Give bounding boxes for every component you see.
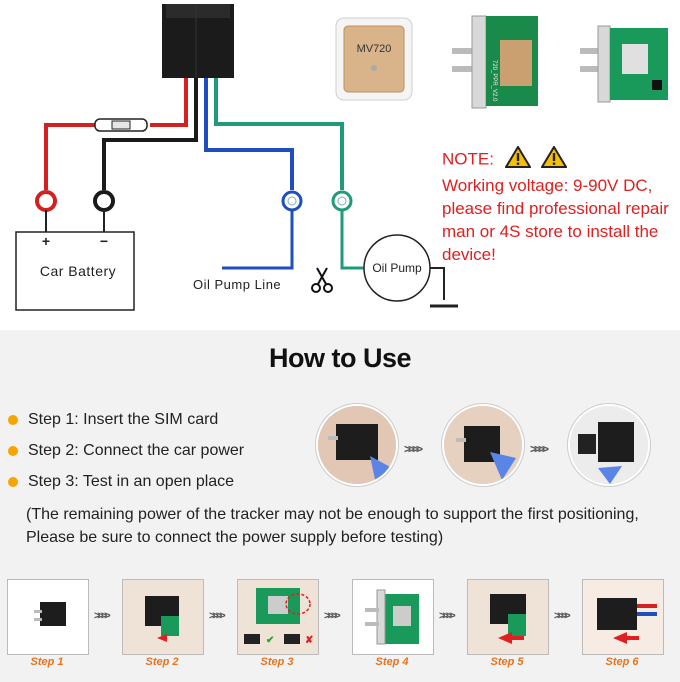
step-3-photo: ✔✘ xyxy=(237,579,319,655)
step-2-photo xyxy=(122,579,204,655)
black-ring-terminal xyxy=(93,190,115,212)
step-label: Step 5 xyxy=(490,656,524,668)
list-item: Step 3: Test in an open place xyxy=(8,470,244,501)
step-5-photo xyxy=(467,579,549,655)
wiring-diagram-svg: + − Car Battery Oil Pump Line Oil Pump M… xyxy=(15,4,668,311)
oil-pump-line-label: Oil Pump Line xyxy=(193,277,281,292)
blue-wire xyxy=(204,78,294,190)
step-label: Step 4 xyxy=(375,656,409,668)
bullet-dot xyxy=(8,446,18,456)
sim-insert-photo-3 xyxy=(568,404,650,486)
step-label: Step 2 xyxy=(145,656,179,668)
note-block: NOTE: Working voltage: 9-90V DC, please … xyxy=(442,145,680,266)
battery-minus: − xyxy=(100,233,108,249)
scissors-icon xyxy=(311,267,333,293)
bullet-dot xyxy=(8,477,18,487)
step-list: Step 1: Insert the SIM card Step 2: Conn… xyxy=(8,408,244,501)
red-ring-terminal xyxy=(35,190,57,212)
warning-triangle-icon xyxy=(540,145,569,174)
note-text: Working voltage: 9-90V DC, please find p… xyxy=(442,176,669,264)
sim-insert-photo-1 xyxy=(316,404,398,486)
gps-module-label: MV720 xyxy=(357,43,392,55)
battery-label: Car Battery xyxy=(40,263,116,279)
arrow-icon: >>>> xyxy=(554,610,571,622)
arrow-icon: >>>> xyxy=(94,610,111,622)
list-item: Step 1: Insert the SIM card xyxy=(8,408,244,439)
svg-text:✔: ✔ xyxy=(266,635,274,646)
list-item: Step 2: Connect the car power xyxy=(8,439,244,470)
step-4-photo xyxy=(352,579,434,655)
how-to-use-section xyxy=(0,330,680,682)
battery-plus: + xyxy=(42,233,50,249)
note-heading: NOTE: xyxy=(442,149,494,169)
how-to-use-title: How to Use xyxy=(268,343,412,373)
arrow-icon: >>>> xyxy=(530,442,549,456)
tracker-pcb-board-1: 720_PPR_V2.0 xyxy=(452,15,538,109)
step-label: Step 6 xyxy=(605,656,639,668)
black-wire xyxy=(102,78,198,190)
step-6-photo xyxy=(582,579,664,655)
sim-insert-photo-2 xyxy=(442,404,524,486)
tracker-pcb-board-2 xyxy=(580,25,668,103)
step-label: Step 1 xyxy=(30,656,64,668)
board-print: 720_PPR_V2.0 xyxy=(491,60,497,102)
step-label: Step 3 xyxy=(260,656,294,668)
green-wire xyxy=(214,78,344,190)
svg-text:✘: ✘ xyxy=(305,635,313,646)
arrow-icon: >>>> xyxy=(209,610,226,622)
step-1-photo xyxy=(7,579,89,655)
footnote: (The remaining power of the tracker may … xyxy=(26,506,639,546)
wiring-diagram: + − Car Battery Oil Pump Line Oil Pump M… xyxy=(0,0,680,330)
arrow-icon: >>>> xyxy=(439,610,456,622)
red-wire xyxy=(150,78,188,127)
arrow-icon: >>>> xyxy=(324,610,341,622)
bullet-dot xyxy=(8,415,18,425)
arrow-icon: >>>> xyxy=(404,442,423,456)
warning-triangle-icon xyxy=(503,145,532,174)
oil-pump-label: Oil Pump xyxy=(372,261,422,275)
car-battery xyxy=(15,231,135,311)
